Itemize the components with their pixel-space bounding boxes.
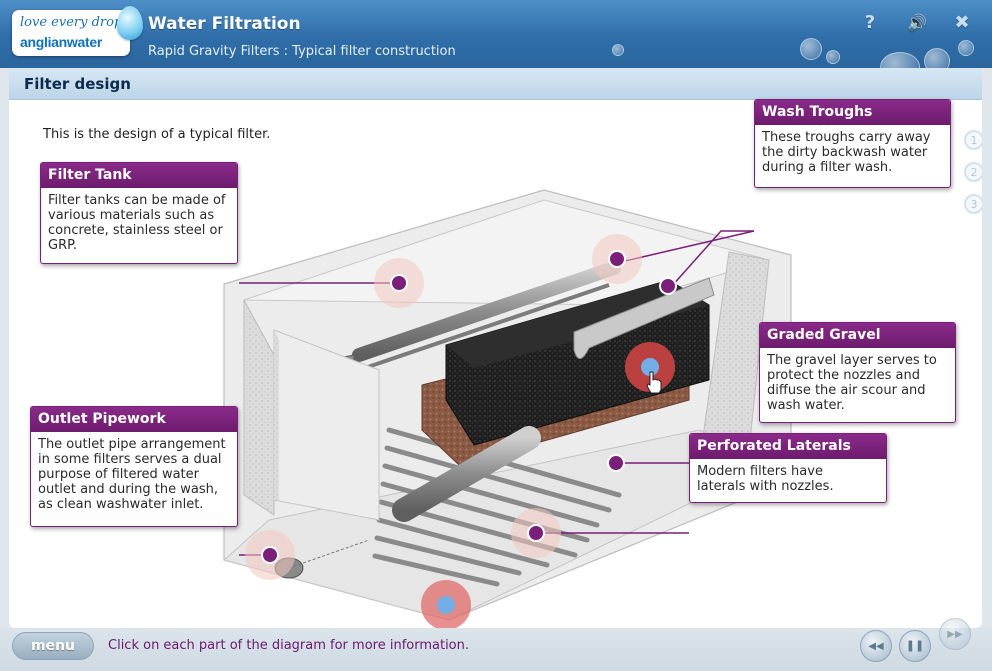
forward-button[interactable]: ▶▶ (939, 618, 971, 650)
rewind-icon: ◀◀ (868, 641, 884, 652)
sound-button[interactable]: 🔊 (905, 12, 929, 34)
callout-line: purpose of filtered water (38, 467, 199, 482)
callout-filter-tank: Filter Tank Filter tanks can be made of … (40, 162, 238, 264)
decor-bubble (800, 38, 822, 60)
callout-line: outlet and during the wash, (38, 482, 219, 497)
instruction-text: Click on each part of the diagram for mo… (108, 638, 470, 653)
callout-line: wash water. (767, 398, 845, 413)
filter-diagram (222, 189, 792, 628)
logo-tagline: love every drop (20, 15, 123, 30)
callout-line: protect the nozzles and (767, 368, 921, 383)
callout-outlet-pipework: Outlet Pipework The outlet pipe arrangem… (30, 406, 238, 527)
menu-button[interactable]: menu (12, 632, 94, 660)
callout-line: as clean washwater inlet. (38, 497, 204, 512)
hotspot-filter-tank[interactable] (374, 258, 424, 308)
decor-bubble (826, 50, 840, 64)
callout-line: Filter tanks can be made of (48, 193, 226, 208)
callout-wash-troughs: Wash Troughs These troughs carry away th… (754, 99, 951, 188)
callout-line: The gravel layer serves to (767, 353, 937, 368)
callout-line: in some filters serves a dual (38, 452, 222, 467)
app-title: Water Filtration (148, 14, 301, 34)
callout-body: These troughs carry away the dirty backw… (755, 125, 950, 181)
app-header: love every drop anglianwater Water Filtr… (0, 0, 992, 68)
callout-body: The gravel layer serves to protect the n… (760, 348, 955, 419)
pause-button[interactable]: ❚❚ (899, 630, 931, 662)
callout-title: Graded Gravel (760, 323, 955, 348)
front-wall (273, 329, 380, 521)
callout-line: Modern filters have (697, 464, 823, 479)
callout-line: diffuse the air scour and (767, 383, 926, 398)
callout-body: Modern filters have laterals with nozzle… (690, 459, 886, 500)
callout-graded-gravel: Graded Gravel The gravel layer serves to… (759, 322, 956, 423)
decor-bubble (958, 40, 974, 56)
rewind-button[interactable]: ◀◀ (860, 630, 892, 662)
page-indicator-1[interactable]: 1 (964, 130, 982, 150)
decor-bubble (924, 48, 950, 68)
callout-line: various materials such as (48, 208, 215, 223)
panel-title-bar: Filter design (9, 68, 982, 100)
close-icon: ✖ (954, 12, 970, 33)
panel-title: Filter design (24, 75, 131, 93)
decor-bubble (612, 44, 624, 56)
breadcrumb: Rapid Gravity Filters : Typical filter c… (148, 44, 456, 59)
callout-title: Outlet Pipework (31, 407, 237, 432)
forward-icon: ▶▶ (947, 629, 963, 640)
decor-bubble (880, 52, 920, 68)
hotspot-perforated-laterals[interactable] (511, 508, 561, 558)
intro-text: This is the design of a typical filter. (43, 127, 271, 142)
callout-body: The outlet pipe arrangement in some filt… (31, 432, 237, 518)
callout-line: the dirty backwash water (762, 145, 928, 160)
page-indicator-2[interactable]: 2 (964, 162, 982, 182)
close-button[interactable]: ✖ (950, 12, 974, 34)
hotspot-outlet-pipework[interactable] (245, 530, 295, 580)
pause-icon: ❚❚ (905, 639, 925, 652)
help-button[interactable]: ? (858, 12, 882, 34)
content-panel: Filter design (9, 68, 982, 628)
hotspot-tank-floor[interactable] (421, 580, 471, 628)
callout-perforated-laterals: Perforated Laterals Modern filters have … (689, 433, 887, 503)
callout-line: laterals with nozzles. (697, 479, 834, 494)
hotspot-graded-gravel[interactable] (607, 454, 625, 472)
callout-title: Perforated Laterals (690, 434, 886, 459)
water-drop-icon (117, 6, 143, 40)
help-icon: ? (864, 12, 876, 33)
hotspot-wash-trough[interactable] (659, 277, 677, 295)
callout-body: Filter tanks can be made of various mate… (41, 188, 237, 259)
speaker-icon: 🔊 (907, 13, 927, 32)
callout-line: GRP. (48, 238, 78, 253)
hotspot-wash-trough-pipe[interactable] (592, 234, 642, 284)
callout-title: Filter Tank (41, 163, 237, 188)
callout-line: The outlet pipe arrangement (38, 437, 226, 452)
callout-line: These troughs carry away (762, 130, 931, 145)
page-indicator-3[interactable]: 3 (964, 194, 982, 214)
callout-line: concrete, stainless steel or (48, 223, 223, 238)
footer-bar (0, 628, 992, 671)
hotspot-sand-bed-active[interactable] (625, 342, 675, 392)
callout-line: during a filter wash. (762, 160, 893, 175)
hand-cursor-icon (646, 371, 662, 394)
callout-title: Wash Troughs (755, 100, 950, 125)
anglian-water-logo: love every drop anglianwater (12, 10, 130, 56)
logo-brand: anglianwater (20, 34, 102, 50)
